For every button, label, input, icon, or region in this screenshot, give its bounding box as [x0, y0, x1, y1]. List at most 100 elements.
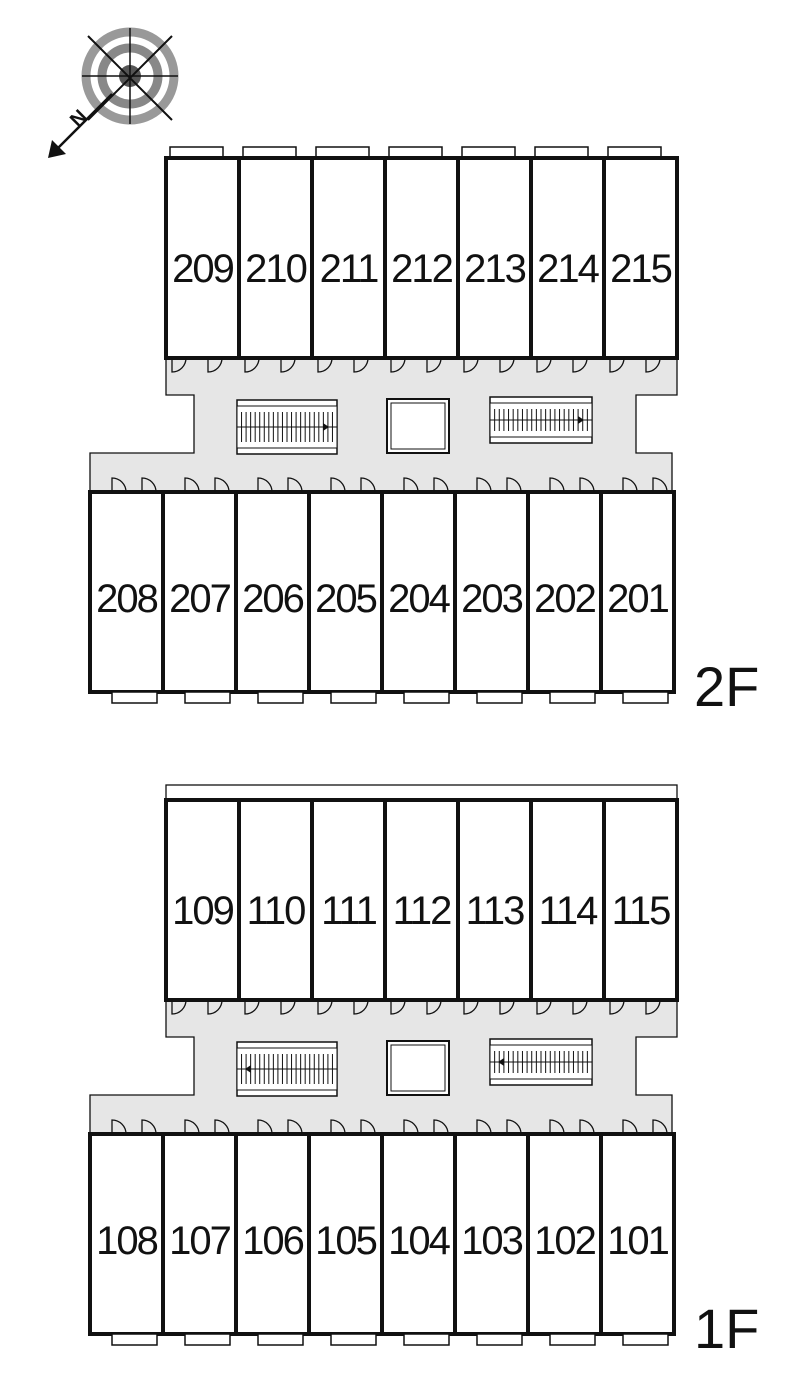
room-number-label: 204: [388, 577, 450, 621]
room-111: [310, 798, 387, 1002]
room-213: [456, 156, 533, 360]
room-number-label: 114: [539, 889, 599, 933]
balcony: [257, 1333, 304, 1346]
door-swing-icon: [317, 999, 333, 1015]
room-number-label: 105: [315, 1219, 376, 1263]
room-number-label: 115: [612, 889, 671, 933]
door-swing-icon: [317, 357, 333, 373]
balcony: [403, 1333, 450, 1346]
room-number-label: 102: [534, 1219, 595, 1263]
room-number-label: 214: [537, 247, 599, 291]
balcony: [476, 1333, 523, 1346]
door-swing-icon: [645, 999, 661, 1015]
door-swing-icon: [433, 477, 449, 493]
room-number-label: 207: [169, 577, 230, 621]
door-swing-icon: [572, 999, 588, 1015]
door-swing-icon: [609, 999, 625, 1015]
room-number-label: 111: [321, 889, 377, 933]
door-swing-icon: [330, 1119, 346, 1135]
door-swing-icon: [214, 477, 230, 493]
compass-rose-icon: N: [48, 27, 179, 158]
elevator-inner: [390, 402, 446, 450]
room-110: [237, 798, 314, 1002]
room-number-label: 210: [245, 247, 306, 291]
door-swing-icon: [287, 477, 303, 493]
stair-arrow-icon: [578, 416, 584, 424]
elevator-shaft: [386, 398, 450, 454]
room-number-label: 213: [464, 247, 525, 291]
room-210: [237, 156, 314, 360]
room-number-label: 110: [247, 889, 306, 933]
room-207: [161, 490, 238, 694]
door-swing-icon: [257, 477, 273, 493]
room-108: [88, 1132, 165, 1336]
balcony: [549, 1333, 596, 1346]
door-swing-icon: [579, 477, 595, 493]
door-swing-icon: [536, 357, 552, 373]
floor-label: 2F: [694, 655, 759, 718]
door-swing-icon: [499, 999, 515, 1015]
door-swing-icon: [280, 357, 296, 373]
door-swing-icon: [549, 477, 565, 493]
room-number-label: 206: [242, 577, 303, 621]
door-swing-icon: [184, 477, 200, 493]
room-number-label: 106: [242, 1219, 303, 1263]
door-swing-icon: [652, 1119, 668, 1135]
balcony: [330, 1333, 377, 1346]
door-swing-icon: [330, 477, 346, 493]
door-swing-icon: [572, 357, 588, 373]
door-swing-icon: [506, 477, 522, 493]
room-109: [164, 798, 241, 1002]
door-swing-icon: [506, 1119, 522, 1135]
door-swing-icon: [622, 477, 638, 493]
door-swing-icon: [579, 1119, 595, 1135]
room-112: [383, 798, 460, 1002]
door-swing-icon: [280, 999, 296, 1015]
room-number-label: 211: [320, 247, 379, 291]
door-swing-icon: [403, 1119, 419, 1135]
door-swing-icon: [390, 999, 406, 1015]
door-swing-icon: [476, 477, 492, 493]
door-swing-icon: [426, 357, 442, 373]
room-209: [164, 156, 241, 360]
room-102: [526, 1132, 603, 1336]
door-swing-icon: [353, 999, 369, 1015]
room-number-label: 113: [466, 889, 525, 933]
door-swing-icon: [171, 999, 187, 1015]
door-swing-icon: [499, 357, 515, 373]
door-swing-icon: [403, 477, 419, 493]
door-swing-icon: [353, 357, 369, 373]
room-number-label: 112: [393, 889, 452, 933]
door-swing-icon: [463, 357, 479, 373]
door-swing-icon: [171, 357, 187, 373]
door-swing-icon: [184, 1119, 200, 1135]
door-swing-icon: [141, 477, 157, 493]
room-number-label: 104: [388, 1219, 450, 1263]
door-swing-icon: [360, 477, 376, 493]
door-swing-icon: [244, 357, 260, 373]
balcony: [330, 691, 377, 704]
room-212: [383, 156, 460, 360]
floor-label: 1F: [694, 1297, 759, 1360]
door-swing-icon: [390, 357, 406, 373]
door-swing-icon: [207, 999, 223, 1015]
room-number-label: 108: [96, 1219, 157, 1263]
balcony: [111, 691, 158, 704]
door-swing-icon: [207, 357, 223, 373]
room-number-label: 205: [315, 577, 376, 621]
stair-arrow-icon: [498, 1058, 504, 1066]
door-swing-icon: [141, 1119, 157, 1135]
room-215: [602, 156, 679, 360]
room-number-label: 208: [96, 577, 157, 621]
stair-arrow-icon: [245, 1065, 251, 1073]
door-swing-icon: [609, 357, 625, 373]
elevator-shaft: [386, 1040, 450, 1096]
balcony: [549, 691, 596, 704]
door-swing-icon: [463, 999, 479, 1015]
elevator-inner: [390, 1044, 446, 1092]
door-swing-icon: [214, 1119, 230, 1135]
room-number-label: 101: [607, 1219, 668, 1263]
balcony: [184, 1333, 231, 1346]
door-swing-icon: [645, 357, 661, 373]
